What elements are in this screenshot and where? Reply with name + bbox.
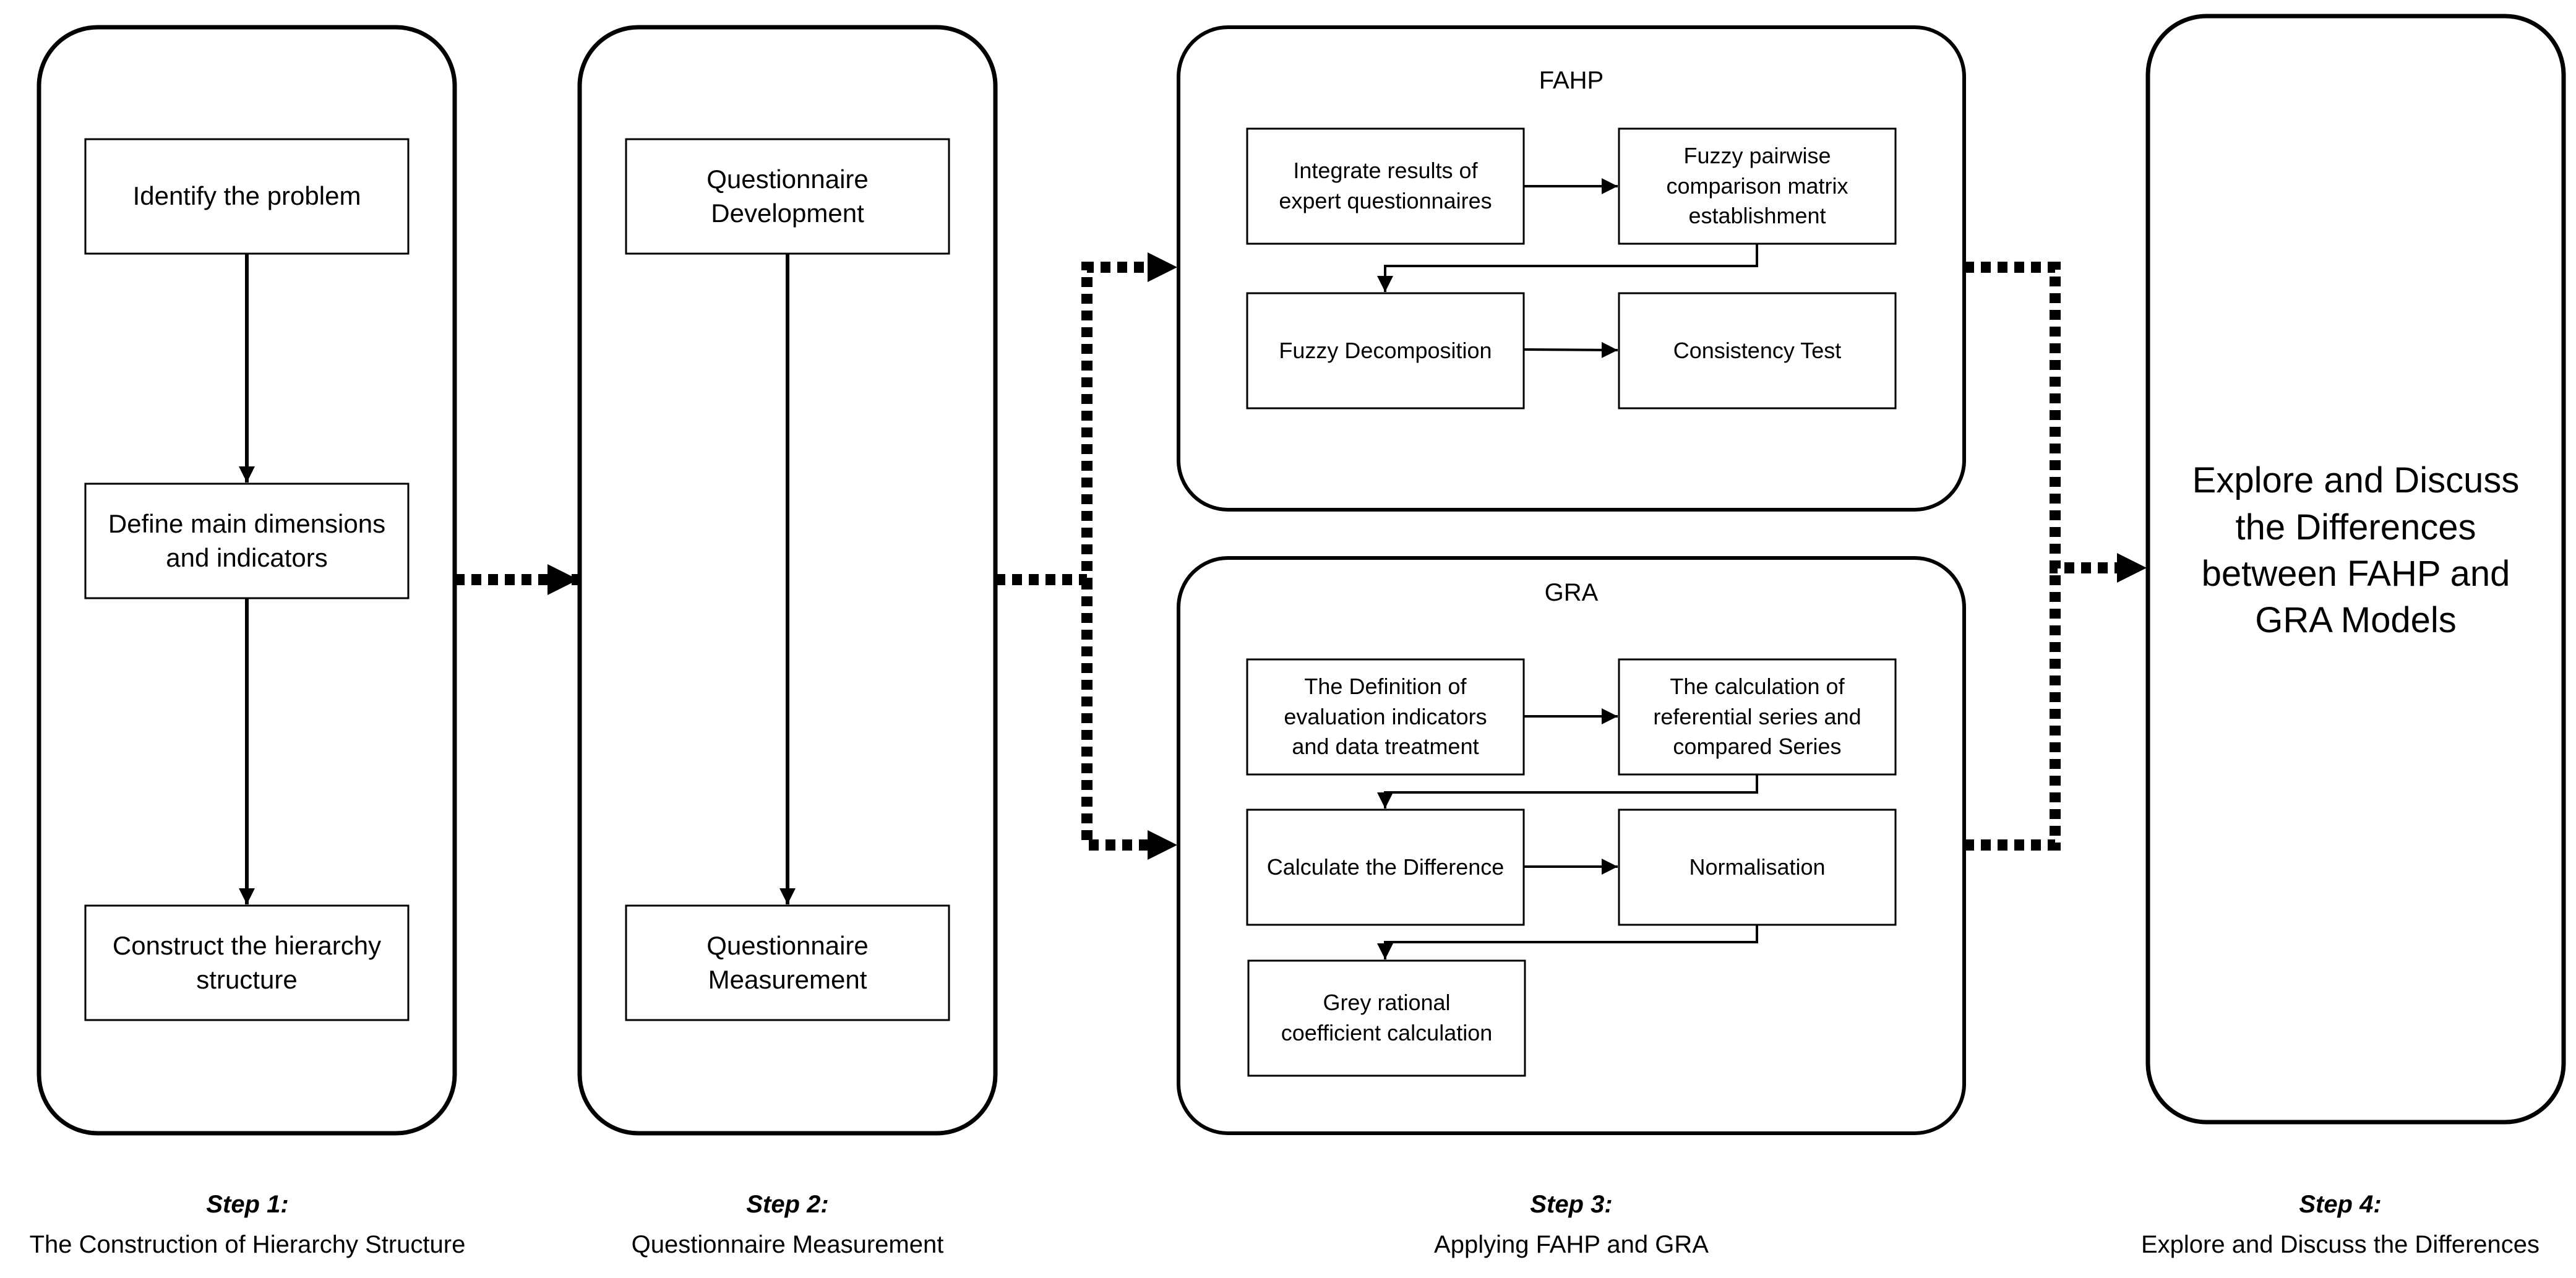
dotted-arrowhead-to-step4 [2117, 553, 2147, 583]
step1-caption: Step 1: The Construction of Hierarchy St… [0, 1189, 495, 1269]
step4-title: Explore and Discuss the Differences [2140, 1231, 2540, 1258]
step1-box-construct [84, 904, 410, 1021]
step1-label-define: Define main dimensions and indicators [108, 508, 386, 572]
gra-box-normalisation [1618, 808, 1897, 926]
fahp-label-decomposition: Fuzzy Decomposition [1279, 337, 1492, 363]
step2-label-measurement: Questionnaire Measurement [706, 930, 869, 994]
step1-box-identify [84, 138, 410, 255]
dotted-arrowhead-to-gra [1148, 830, 1177, 860]
gra-arrow-referential-to-difference [1377, 774, 1758, 808]
dotted-connector-step2-split [995, 262, 1157, 585]
step1-label-construct: Construct the hierarchy structure [112, 930, 382, 994]
step3-caption: Step 3: Applying FAHP and GRA [1324, 1189, 1819, 1269]
gra-label-definition: The Definition of evaluation indicators … [1284, 674, 1487, 760]
gra-label-difference: Calculate the Difference [1266, 854, 1505, 880]
step2-caption: Step 2: Questionnaire Measurement [540, 1189, 1035, 1269]
fahp-box-pairwise [1618, 127, 1897, 245]
step1-number: Step 1: [206, 1191, 289, 1218]
step2-box-measurement [625, 904, 950, 1021]
gra-arrow-normalisation-to-grey [1377, 925, 1758, 959]
step4-caption: Step 4: Explore and Discuss the Differen… [2108, 1189, 2572, 1269]
dotted-connector-fahp-to-step4 [1964, 262, 2128, 573]
gra-box-grey [1247, 959, 1526, 1077]
gra-label-normalisation: Normalisation [1689, 854, 1826, 880]
gra-box-definition [1246, 658, 1525, 776]
step1-title: The Construction of Hierarchy Structure [29, 1231, 466, 1258]
gra-box-referential [1618, 658, 1897, 776]
fahp-box-consistency [1618, 292, 1897, 410]
step2-box-development [625, 138, 950, 255]
fahp-title: FAHP [1539, 67, 1604, 94]
dotted-connector-step2-to-gra [1081, 580, 1157, 851]
fahp-panel [1177, 25, 1966, 512]
step4-text: Explore and Discuss the Differences betw… [2192, 460, 2520, 641]
step3-number: Step 3: [1530, 1191, 1613, 1218]
step3-title: Applying FAHP and GRA [1434, 1231, 1709, 1258]
gra-label-referential: The calculation of referential series an… [1653, 674, 1861, 760]
step4-container [2145, 14, 2566, 1125]
fahp-label-consistency: Consistency Test [1673, 337, 1842, 363]
step1-label-identify: Identify the problem [132, 181, 361, 211]
gra-box-difference [1246, 808, 1525, 926]
step2-title: Questionnaire Measurement [631, 1231, 944, 1258]
gra-label-grey: Grey rational coefficient calculation [1281, 990, 1493, 1045]
dotted-arrowhead-to-fahp [1148, 252, 1177, 282]
fahp-arrow-pairwise-to-decomposition [1377, 244, 1758, 292]
fahp-box-integrate [1246, 127, 1525, 245]
step2-number: Step 2: [746, 1191, 829, 1218]
dotted-connector-gra-to-step4 [1964, 568, 2061, 851]
step1-box-define [84, 482, 410, 599]
step4-number: Step 4: [2299, 1191, 2382, 1218]
fahp-box-decomposition [1246, 292, 1525, 410]
fahp-label-integrate: Integrate results of expert questionnair… [1279, 158, 1492, 213]
gra-title: GRA [1544, 579, 1599, 606]
fahp-label-pairwise: Fuzzy pairwise comparison matrix establi… [1666, 143, 1848, 229]
step2-label-development: Questionnaire Development [706, 164, 869, 228]
